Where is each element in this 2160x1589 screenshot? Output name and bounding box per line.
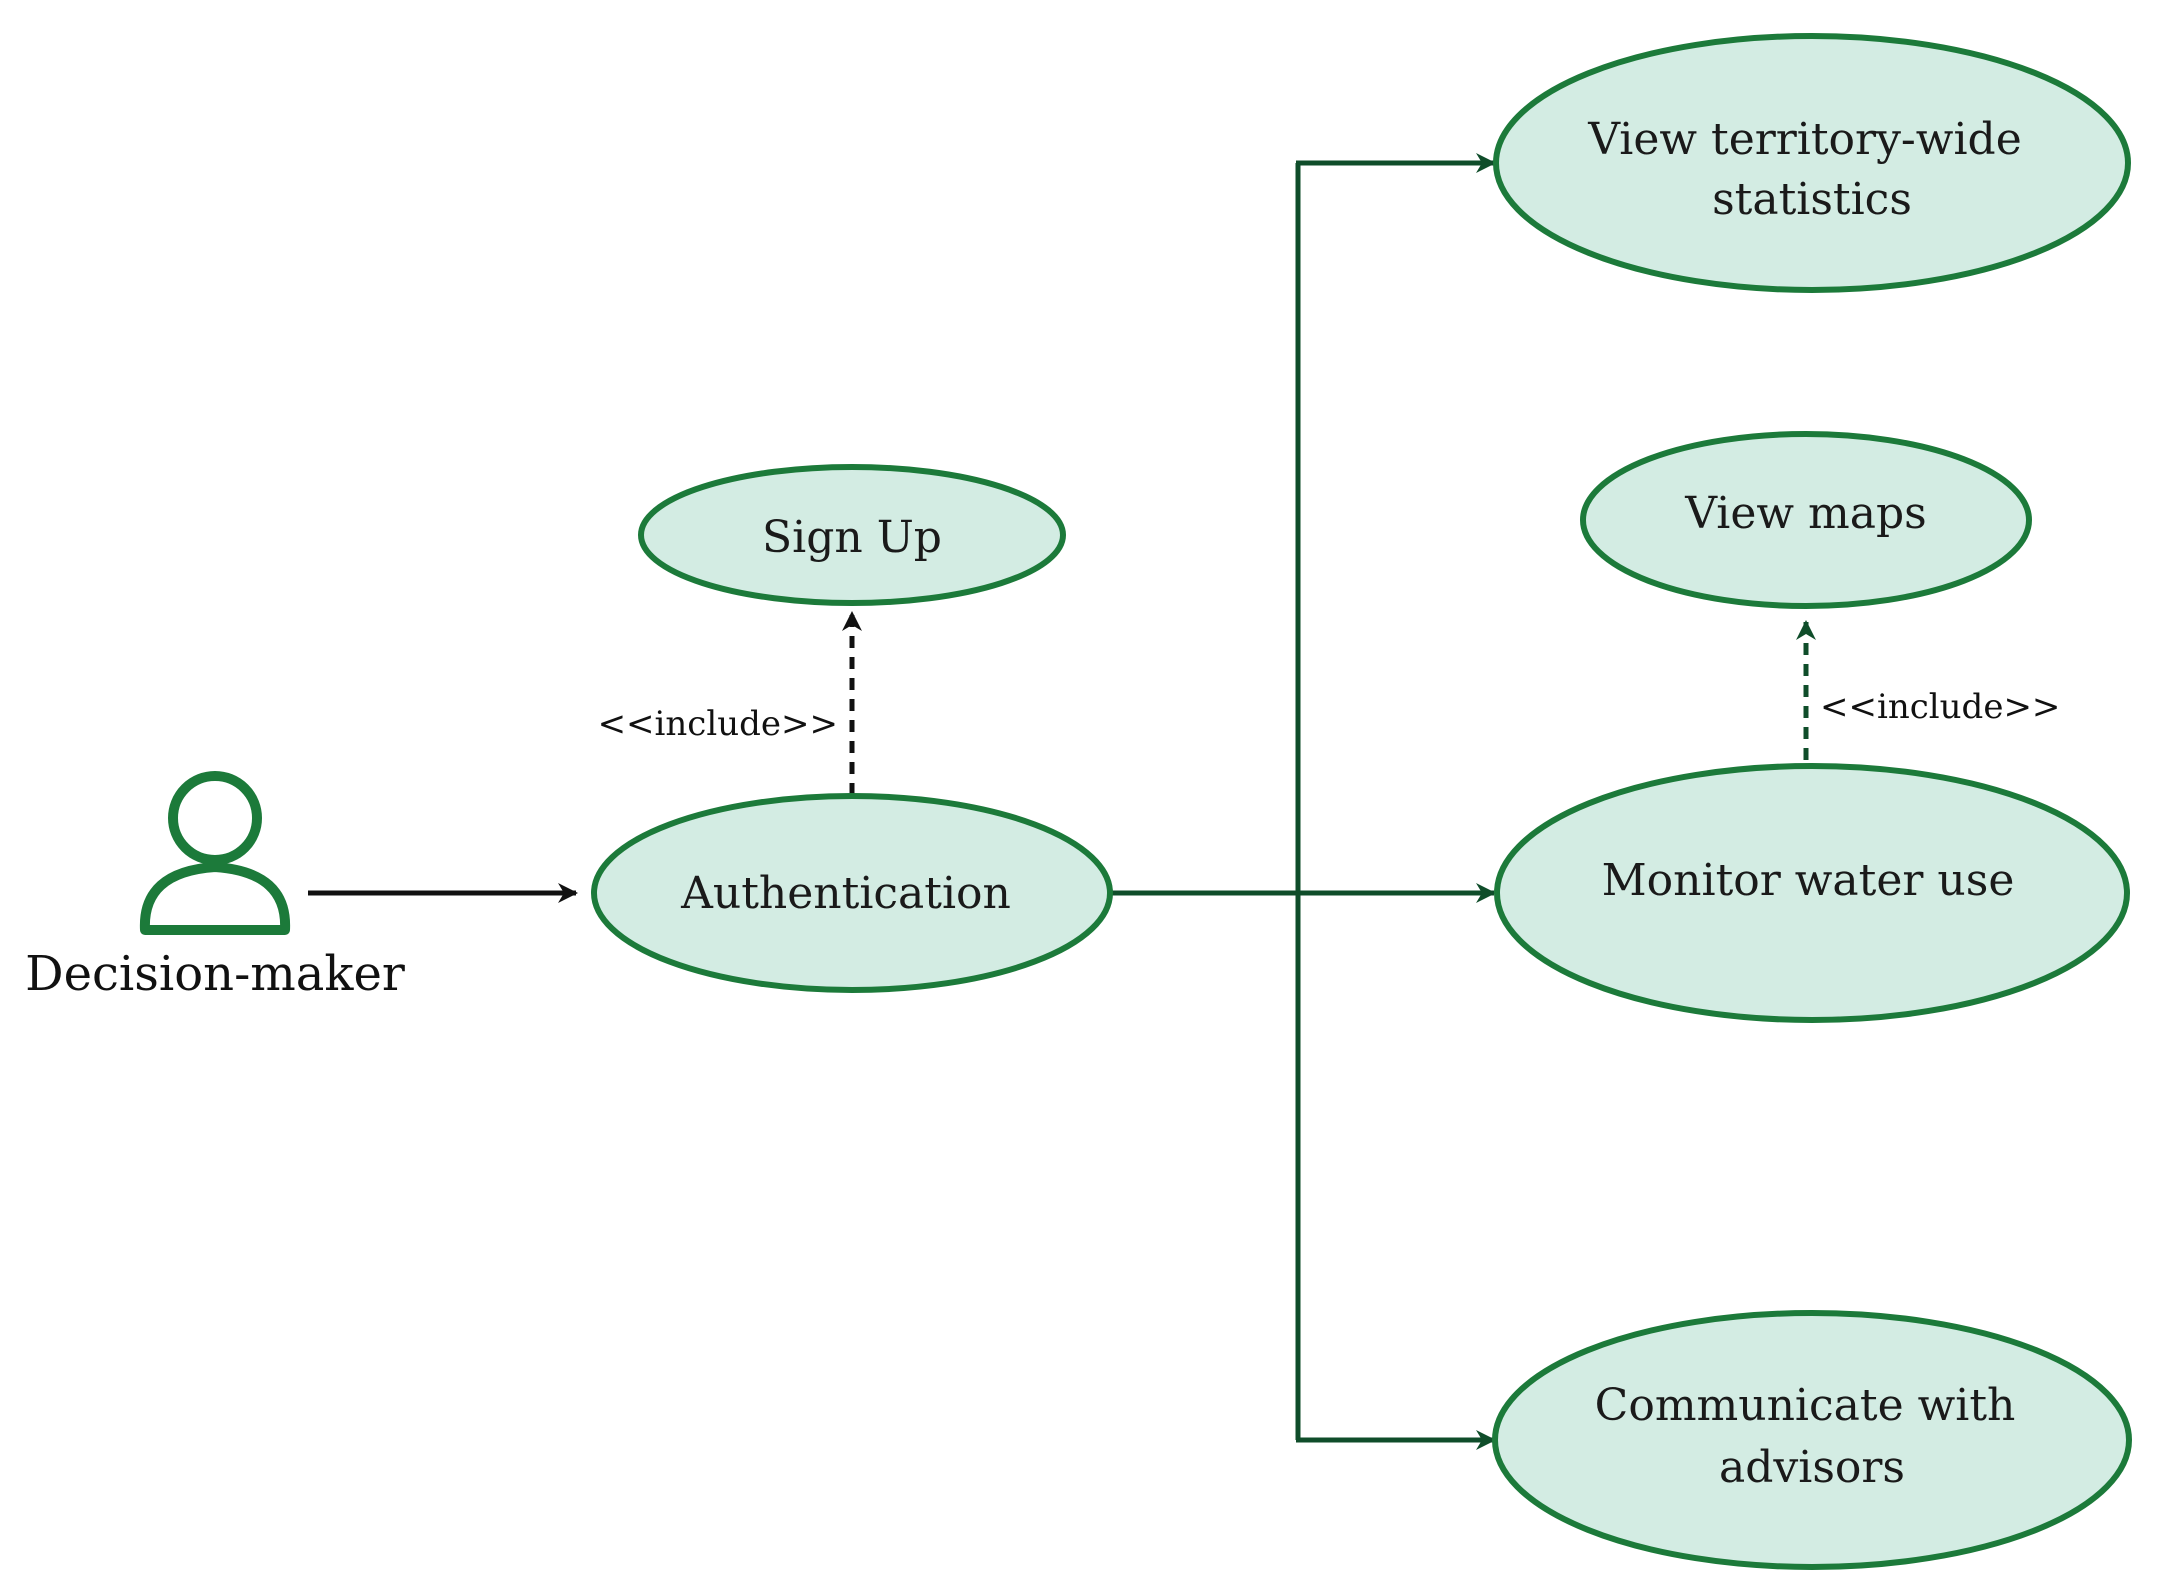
svg-text:View maps: View maps <box>1684 488 1926 539</box>
svg-text:Authentication: Authentication <box>680 868 1011 919</box>
use-case-label-line1: Communicate with <box>1595 1380 2016 1431</box>
svg-text:Monitor water use: Monitor water use <box>1602 855 2015 906</box>
use-case-communicate: Communicate with advisors <box>1492 1310 2132 1570</box>
use-case-label: Authentication <box>680 868 1011 919</box>
use-case-label: Monitor water use <box>1602 855 2015 906</box>
svg-text:Communicate with advisor: Communicate with advisors <box>1595 1380 2030 1493</box>
use-case-label-line2: advisors <box>1719 1442 1905 1493</box>
use-case-label: Sign Up <box>762 512 942 563</box>
use-case-label: View maps <box>1684 488 1926 539</box>
include-label-maps: <<include>> <box>1820 687 2060 727</box>
actor-head <box>168 771 262 865</box>
authentication-connectors <box>1112 153 1496 1450</box>
actor-decision-maker: Decision-maker <box>25 771 405 1002</box>
use-case-label-line1: View territory-wide <box>1587 114 2022 165</box>
use-case-label-line2: statistics <box>1712 174 1912 225</box>
include-label-signup: <<include>> <box>598 704 838 744</box>
use-case-monitor-water-use: Monitor water use <box>1494 763 2130 1023</box>
svg-text:View territory-wide stat: View territory-wide statistics <box>1587 114 2036 225</box>
use-case-view-statistics: View territory-wide statistics <box>1493 33 2131 293</box>
actor-label: Decision-maker <box>25 946 405 1002</box>
use-case-view-maps: View maps <box>1580 431 2032 609</box>
svg-text:Sign Up: Sign Up <box>762 512 942 563</box>
use-case-sign-up: Sign Up <box>638 464 1066 606</box>
actor-body <box>139 862 291 935</box>
use-case-authentication: Authentication <box>591 793 1113 993</box>
